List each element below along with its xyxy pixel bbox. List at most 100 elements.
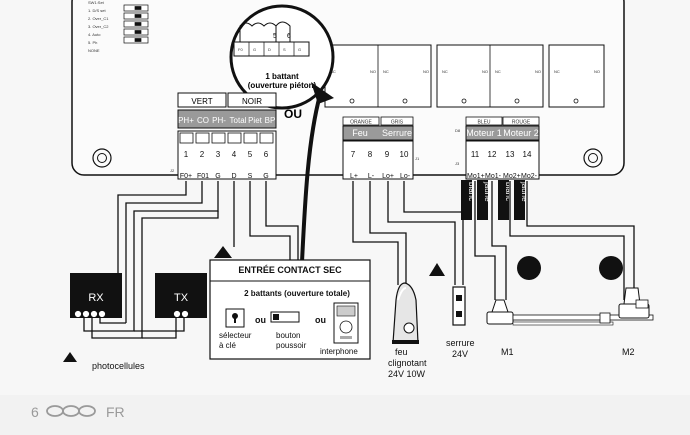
- right-function-bar: [465, 125, 540, 141]
- selecteur-label-1: sélecteur: [219, 331, 252, 340]
- func-ph-plus: PH+: [178, 116, 194, 125]
- intercom-icon: [333, 302, 359, 344]
- serrure-label-1: serrure: [446, 338, 475, 348]
- zoom-bridge-wire: [239, 22, 277, 42]
- j2-label: J2: [170, 168, 175, 173]
- tx-label: TX: [174, 292, 189, 304]
- func-serrure: Serrure: [382, 128, 412, 138]
- feu-label-1: feu: [395, 347, 408, 357]
- terminal-pin: D: [231, 173, 236, 180]
- color-tag-orange: [342, 116, 380, 126]
- entree-subtitle: 2 battants (ouverture totale): [244, 289, 350, 298]
- wire-tag-jaune: [477, 180, 488, 220]
- bouton-label-2: poussoir: [276, 341, 307, 350]
- dip-mode-6: NONE: [88, 48, 100, 53]
- page-footer: 6 FR: [31, 404, 125, 420]
- terminal-number: 6: [264, 150, 269, 159]
- terminal-pin: Lo-: [400, 173, 411, 180]
- relay-label-nc: NC: [383, 69, 389, 74]
- terminal-block-j2: VERT NOIR PH+ CO PH- Total Piet BP 1 2 3…: [170, 92, 277, 180]
- zoom-pin-label: S: [283, 47, 286, 52]
- terminal-number: 4: [232, 150, 237, 159]
- relay-bank: NC NO NC NO NC NO NC NO NC NO: [324, 44, 605, 108]
- wire-tag-jaune-label: jaune: [483, 181, 492, 202]
- m2-label: M2: [622, 347, 635, 357]
- terminal-pin: Mo2-: [521, 173, 538, 180]
- callout-arrow: [300, 82, 334, 263]
- relay-label-nc: NC: [442, 69, 448, 74]
- relay-label-nc: NC: [554, 69, 560, 74]
- m1-label: M1: [501, 347, 514, 357]
- photocell-rx: RX: [70, 273, 122, 318]
- feu-label-3: 24V 10W: [388, 369, 426, 379]
- dip-switch-bank: [123, 4, 149, 44]
- zoom-caption-1: 1 battant: [265, 72, 299, 81]
- zoom-callout: F0 G D S G 5 6 1 battant (ouverture piét…: [229, 4, 335, 110]
- zoom-pin-label: G: [298, 47, 301, 52]
- dip-mode-2: 2. Over_C1: [88, 16, 109, 21]
- entree-title: ENTRÉE CONTACT SEC: [238, 265, 342, 275]
- relay-1: [324, 44, 432, 108]
- function-label-bar: [177, 109, 277, 129]
- motor-hinge-left: [517, 256, 541, 280]
- color-tag-bleu-label: BLEU: [477, 120, 490, 126]
- wire-tag-blanc: [461, 180, 472, 220]
- func-bp: BP: [265, 116, 276, 125]
- relay-label-no: NO: [535, 69, 541, 74]
- color-tag-rouge-label: ROUGE: [512, 120, 531, 126]
- terminal-block-j3: BLEU ROUGE Moteur 1 Moteur 2 11 12 13 14…: [455, 116, 540, 180]
- terminal-number: 11: [471, 150, 480, 159]
- dip-mode-5: 5. Ph: [88, 40, 97, 45]
- mid-function-bar: [342, 125, 414, 141]
- d8-label: D8: [455, 128, 461, 133]
- motor-m1-icon: [486, 299, 654, 326]
- relay-2: [436, 44, 544, 108]
- terminal-number: 5: [248, 150, 253, 159]
- relay-label-no: NO: [423, 69, 429, 74]
- terminal-pin: Mo2+: [503, 173, 521, 180]
- func-total: Total: [230, 116, 247, 125]
- zoom-pin-label: G: [253, 47, 256, 52]
- mount-hole-right: [583, 148, 603, 168]
- color-tag-orange-label: ORANGE: [350, 120, 372, 126]
- func-moteur-1: Moteur 1: [466, 128, 502, 138]
- motor-wire-tags: blanc jaune blanc jaune: [461, 180, 529, 220]
- ou-label-center: OU: [284, 107, 302, 121]
- electric-lock-icon: [452, 286, 466, 326]
- terminal-number: 10: [400, 150, 409, 159]
- triangle-marker-serrure: [429, 263, 445, 276]
- bouton-label-1: bouton: [276, 331, 300, 340]
- triangle-marker-entree: [214, 246, 232, 258]
- zoom-terminal-strip: [233, 41, 310, 57]
- color-tag-noir-label: NOIR: [242, 97, 262, 106]
- color-tag-gris: [380, 116, 414, 126]
- key-selector-icon: [225, 308, 245, 328]
- motor-hinge-right: [599, 256, 623, 280]
- rx-label: RX: [88, 292, 104, 304]
- zoom-caption-2: (ouverture piéton): [248, 81, 317, 90]
- dip-mode-4: 4. Auto: [88, 32, 101, 37]
- brand-logo-icon: [46, 405, 96, 417]
- wire-tag-jaune-label: jaune: [520, 181, 529, 202]
- triangle-marker-photocells: [63, 352, 77, 362]
- terminal-pin: G: [215, 173, 220, 180]
- color-tag-bleu: [465, 116, 503, 126]
- wire-tag-blanc-label: blanc: [504, 182, 513, 201]
- photocell-tx: TX: [155, 273, 207, 318]
- terminal-pin: G: [263, 173, 268, 180]
- terminal-number: 12: [488, 150, 497, 159]
- feu-label-2: clignotant: [388, 358, 427, 368]
- dip-mode-1: 1. D/S set: [88, 8, 106, 13]
- terminal-number: 8: [368, 150, 373, 159]
- wire-tag-blanc-label: blanc: [467, 182, 476, 201]
- selecteur-label-2: à clé: [219, 341, 236, 350]
- terminal-number: 13: [506, 150, 515, 159]
- relay-label-no: NO: [594, 69, 600, 74]
- terminal-number: 9: [385, 150, 390, 159]
- terminal-pin: S: [248, 173, 253, 180]
- func-moteur-2: Moteur 2: [503, 128, 539, 138]
- relay-label-no: NO: [370, 69, 376, 74]
- wires: [83, 181, 635, 339]
- func-feu: Feu: [352, 128, 368, 138]
- terminal-pin: L+: [350, 173, 358, 180]
